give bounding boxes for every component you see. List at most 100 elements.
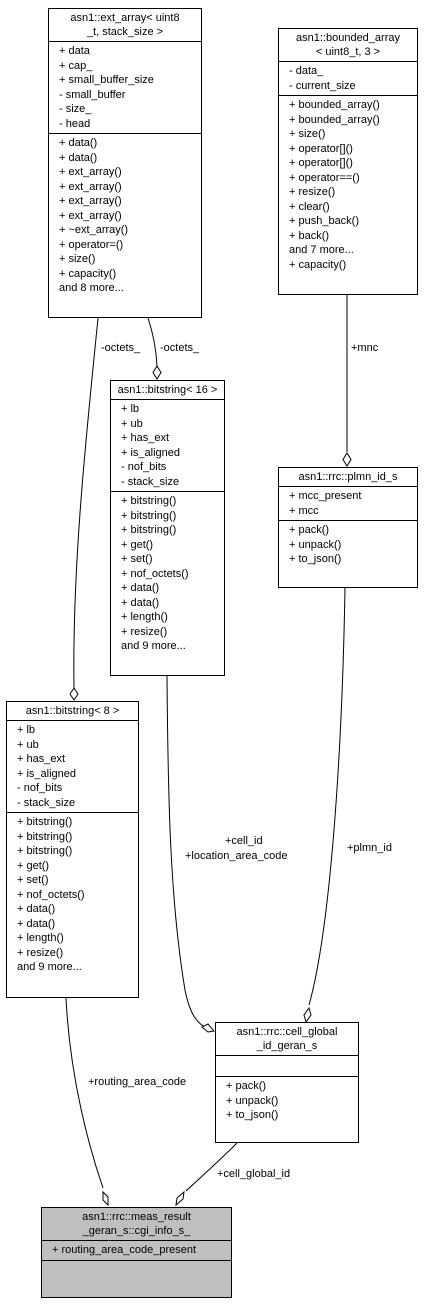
method: + data() xyxy=(17,917,56,930)
edge-plmn-to-cellglobal xyxy=(308,587,346,1006)
method: + size() xyxy=(59,253,96,265)
label-location-area-code: +location_area_code xyxy=(185,850,288,862)
label-cell-id: +cell_id xyxy=(225,835,263,847)
method: and 9 more... xyxy=(121,640,186,652)
method: + ~ext_array() xyxy=(59,224,129,236)
label-mnc: +mnc xyxy=(351,342,379,354)
class-ext-array[interactable]: asn1::ext_array< uint8 _t, stack_size > … xyxy=(48,8,202,318)
methods-section: + bitstring() + bitstring() + bitstring(… xyxy=(7,813,138,977)
attribute: + lb xyxy=(17,724,36,736)
title-line: _t, stack_size > xyxy=(86,26,164,38)
attribute: + is_aligned xyxy=(17,767,77,780)
method: + pack() xyxy=(289,524,330,536)
method: + data() xyxy=(59,151,98,164)
method: + bitstring() xyxy=(17,816,73,828)
method: and 7 more... xyxy=(289,244,354,256)
class-bounded-array[interactable]: asn1::bounded_array < uint8_t, 3 > - dat… xyxy=(278,28,418,295)
method: + back() xyxy=(289,229,330,242)
method: + bitstring() xyxy=(121,524,177,536)
attribute: + routing_area_code_present xyxy=(52,1244,197,1256)
label-routing-area-code: +routing_area_code xyxy=(88,1076,187,1088)
method: + bitstring() xyxy=(121,509,177,522)
class-title: asn1::rrc::cell_global _id_geran_s xyxy=(216,1023,358,1056)
label-cell-global-id: +cell_global_id xyxy=(217,1168,291,1180)
attribute: + has_ext xyxy=(17,753,66,765)
method: + unpack() xyxy=(226,1094,279,1107)
attribute: - nof_bits xyxy=(121,461,167,473)
label-octets-left: -octets_ xyxy=(101,342,141,354)
attribute: + ub xyxy=(121,417,143,430)
attribute: - current_size xyxy=(289,79,356,92)
method: + resize() xyxy=(121,625,168,638)
method: + data() xyxy=(17,903,56,915)
method: + to_json() xyxy=(226,1109,279,1121)
method: + operator=() xyxy=(59,238,124,251)
method: + bitstring() xyxy=(17,830,73,843)
attribute: + ub xyxy=(17,738,39,751)
class-title: asn1::rrc::meas_result _geran_s::cgi_inf… xyxy=(42,1208,231,1241)
diamond-bitstring8 xyxy=(69,687,79,701)
attribute: + small_buffer_size xyxy=(59,74,154,86)
label-octets-right: -octets_ xyxy=(160,342,200,354)
methods-section: + bounded_array() + bounded_array() + si… xyxy=(279,96,417,274)
class-title: asn1::ext_array< uint8 _t, stack_size > xyxy=(49,9,201,42)
attribute: + is_aligned xyxy=(121,446,181,459)
diamond-cellglobal-left xyxy=(201,1023,215,1033)
method: + push_back() xyxy=(289,215,360,227)
diamond-cgi-left xyxy=(102,1190,109,1207)
method: + bounded_array() xyxy=(289,99,380,111)
attributes-section: - data_ - current_size xyxy=(279,62,417,96)
method: + set() xyxy=(17,874,49,886)
title-line: asn1::rrc::meas_result xyxy=(82,1211,191,1223)
method: + unpack() xyxy=(289,538,342,551)
label-plmn-id: +plmn_id xyxy=(347,842,392,854)
class-bitstring-8[interactable]: asn1::bitstring< 8 > + lb + ub + has_ext… xyxy=(6,701,139,998)
method: + data() xyxy=(59,137,98,149)
class-title: asn1::rrc::plmn_id_s xyxy=(279,468,417,487)
method: + get() xyxy=(121,538,154,551)
attribute: + has_ext xyxy=(121,432,170,444)
method: + ext_array() xyxy=(59,180,122,193)
attribute: - nof_bits xyxy=(17,782,63,794)
method: and 9 more... xyxy=(17,961,82,973)
method: + to_json() xyxy=(289,553,342,565)
method: + ext_array() xyxy=(59,209,122,222)
method: + ext_array() xyxy=(59,166,122,178)
attribute: - stack_size xyxy=(17,796,76,809)
title-line: asn1::bitstring< 8 > xyxy=(25,705,120,717)
attribute: + mcc_present xyxy=(289,490,362,502)
method: + clear() xyxy=(289,200,330,213)
attributes-section: + data + cap_ + small_buffer_size - smal… xyxy=(49,42,201,134)
class-cgi-info[interactable]: asn1::rrc::meas_result _geran_s::cgi_inf… xyxy=(41,1207,232,1298)
title-line: < uint8_t, 3 > xyxy=(315,46,381,58)
edge-cellglobal-to-cgi xyxy=(185,1142,238,1192)
method: + ext_array() xyxy=(59,195,122,207)
method: + operator[]() xyxy=(289,142,353,155)
diamond-plmn xyxy=(342,452,352,467)
class-cell-global-id-geran[interactable]: asn1::rrc::cell_global _id_geran_s + pac… xyxy=(215,1022,359,1143)
attribute: + data xyxy=(59,45,90,57)
edge-bitstring16-to-cellglobal xyxy=(166,675,209,1029)
title-line: _id_geran_s xyxy=(256,1040,318,1052)
title-line: _geran_s::cgi_info_s_ xyxy=(82,1225,191,1237)
method: + capacity() xyxy=(59,267,117,280)
method: + length() xyxy=(17,932,64,944)
class-plmn-id[interactable]: asn1::rrc::plmn_id_s + mcc_present + mcc… xyxy=(278,467,418,588)
method: + capacity() xyxy=(289,258,347,271)
attributes-section: + lb + ub + has_ext + is_aligned - nof_b… xyxy=(111,400,224,492)
class-bitstring-16[interactable]: asn1::bitstring< 16 > + lb + ub + has_ex… xyxy=(110,380,225,676)
title-line: asn1::bounded_array xyxy=(296,32,400,44)
title-line: asn1::rrc::plmn_id_s xyxy=(298,471,398,483)
method: + resize() xyxy=(17,946,64,959)
methods-section: + bitstring() + bitstring() + bitstring(… xyxy=(111,492,224,656)
methods-section: + pack() + unpack() + to_json() xyxy=(279,521,417,569)
attributes-section xyxy=(216,1056,358,1077)
method: + nof_octets() xyxy=(17,888,85,901)
method: + bitstring() xyxy=(121,495,177,507)
title-line: asn1::rrc::cell_global xyxy=(236,1026,338,1038)
attribute: + cap_ xyxy=(59,59,93,72)
attribute: - stack_size xyxy=(121,475,180,488)
attributes-section: + routing_area_code_present xyxy=(42,1241,231,1261)
method: + nof_octets() xyxy=(121,567,189,580)
attribute: - small_buffer xyxy=(59,88,126,101)
